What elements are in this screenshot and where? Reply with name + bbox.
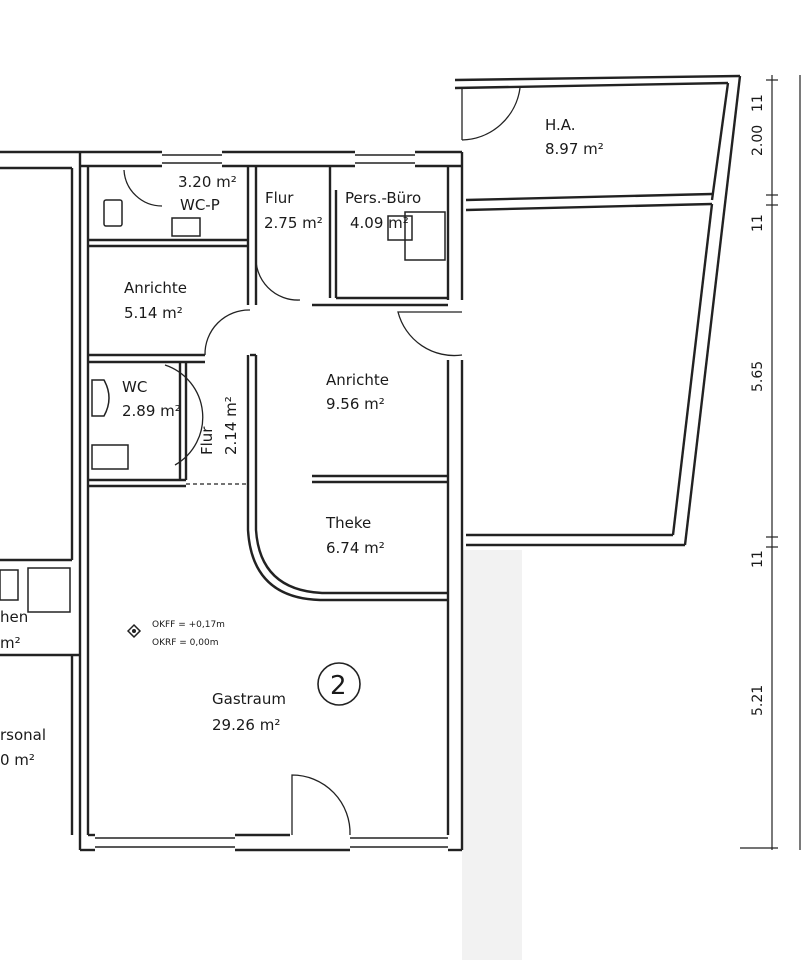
cabinet-icon bbox=[404, 211, 446, 261]
room-wcp-name: WC-P bbox=[180, 196, 220, 214]
unit-number-badge: 2 bbox=[317, 662, 361, 706]
toilet-icon bbox=[103, 199, 123, 227]
dimension-2-00: 2.00 bbox=[750, 125, 766, 156]
room-flur-top-area: 2.75 m² bbox=[264, 214, 323, 232]
interior-walls bbox=[88, 166, 448, 602]
room-personal-name: rsonal bbox=[0, 726, 46, 744]
level-marker-icon bbox=[126, 623, 142, 639]
fixtures bbox=[0, 199, 446, 613]
okff-label: OKFF = +0,17m bbox=[152, 620, 225, 630]
room-anrichte-left-name: Anrichte bbox=[124, 279, 187, 297]
scan-shading bbox=[462, 550, 522, 960]
room-flur-small-area: 2.14 m² bbox=[222, 396, 240, 455]
dimension-5-21: 5.21 bbox=[750, 685, 766, 716]
room-flur-small-name: Flur bbox=[198, 426, 216, 455]
room-buero-name: Pers.-Büro bbox=[345, 189, 421, 207]
room-anrichte-left-area: 5.14 m² bbox=[124, 304, 183, 322]
fixture-icon bbox=[0, 569, 19, 601]
room-wc-name: WC bbox=[122, 378, 147, 396]
room-theke-area: 6.74 m² bbox=[326, 539, 385, 557]
dimension-11-mid: 11 bbox=[750, 214, 766, 232]
unit-number: 2 bbox=[330, 671, 347, 701]
room-buero-area: 4.09 m² bbox=[350, 214, 409, 232]
sink-icon bbox=[171, 217, 201, 237]
room-anrichte-center-name: Anrichte bbox=[326, 371, 389, 389]
dimension-11-top: 11 bbox=[750, 94, 766, 112]
dimension-5-65: 5.65 bbox=[750, 361, 766, 392]
level-marker-dot bbox=[132, 629, 136, 633]
okrf-label: OKRF = 0,00m bbox=[152, 638, 219, 648]
dimension-labels: 2.00 11 11 5.65 11 5.21 bbox=[750, 94, 766, 716]
room-labels: H.A. 8.97 m² 3.20 m² WC-P Flur 2.75 m² P… bbox=[0, 116, 604, 769]
room-ha-area: 8.97 m² bbox=[545, 140, 604, 158]
room-personal-area: 0 m² bbox=[0, 751, 35, 769]
room-anrichte-center-area: 9.56 m² bbox=[326, 395, 385, 413]
room-theke-name: Theke bbox=[325, 514, 371, 532]
room-wc-area: 2.89 m² bbox=[122, 402, 181, 420]
room-wcp-area: 3.20 m² bbox=[178, 173, 237, 191]
sink-icon bbox=[91, 444, 129, 470]
unit-number-circle bbox=[317, 662, 361, 706]
sink-icon bbox=[387, 215, 413, 241]
room-gastraum-name: Gastraum bbox=[212, 690, 286, 708]
dimension-11-low: 11 bbox=[750, 550, 766, 568]
room-kuechen-area: m² bbox=[0, 634, 21, 652]
room-ha-name: H.A. bbox=[545, 116, 576, 134]
sink-icon bbox=[27, 567, 71, 613]
dimension-lines bbox=[740, 75, 801, 850]
toilet-icon bbox=[91, 379, 110, 417]
terrace-outline bbox=[454, 74, 742, 547]
level-marker: OKFF = +0,17m OKRF = 0,00m bbox=[126, 620, 225, 648]
walls bbox=[0, 150, 464, 852]
room-gastraum-area: 29.26 m² bbox=[212, 716, 280, 734]
room-flur-top-name: Flur bbox=[265, 189, 294, 207]
room-kuechen-name: hen bbox=[0, 608, 28, 626]
doors bbox=[123, 87, 521, 836]
